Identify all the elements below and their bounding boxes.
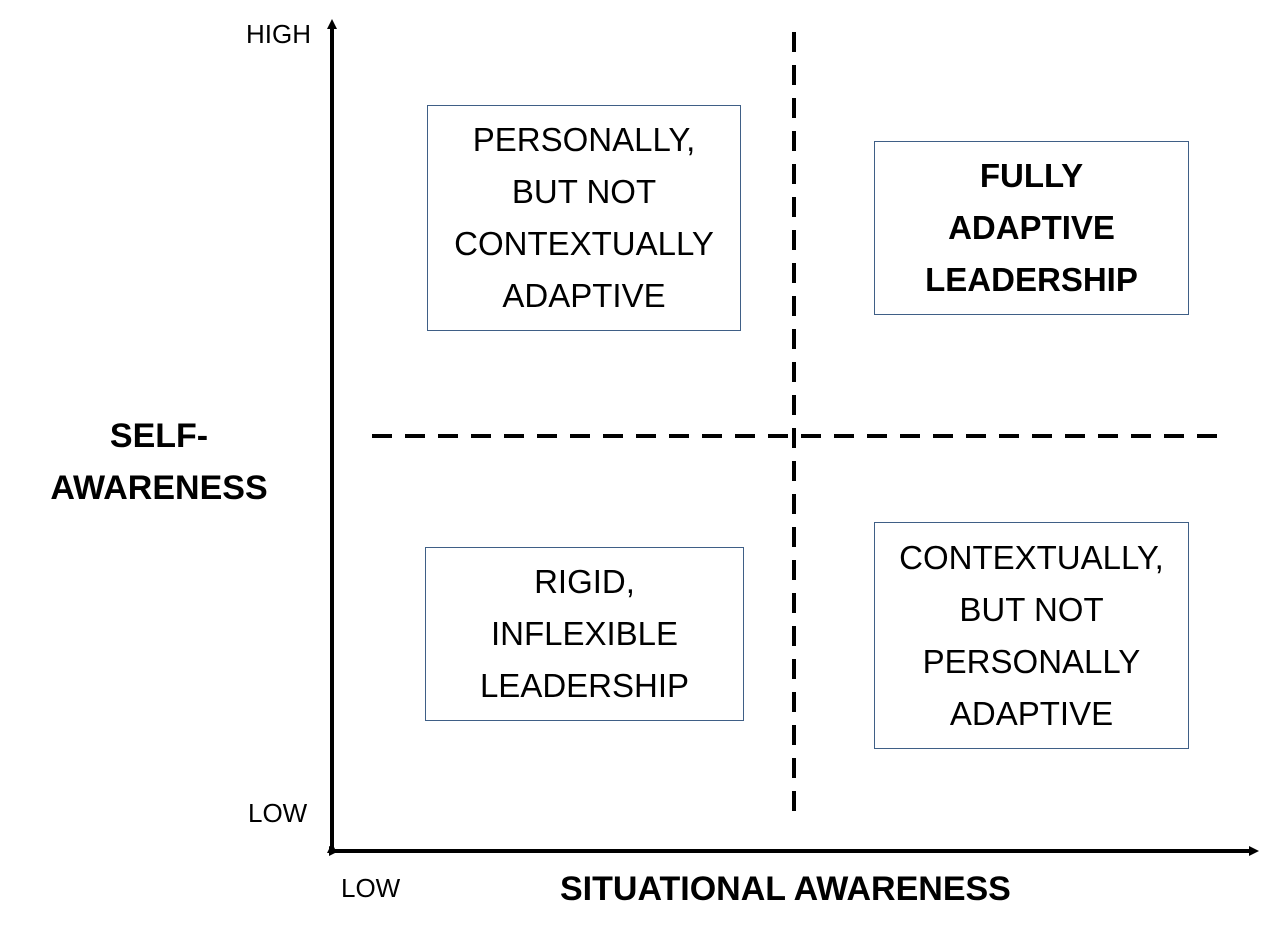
quadrant-top-left-label: PERSONALLY, BUT NOT CONTEXTUALLY ADAPTIV…	[454, 121, 714, 314]
quadrant-bottom-right-label: CONTEXTUALLY, BUT NOT PERSONALLY ADAPTIV…	[899, 538, 1164, 732]
x-axis-title: SITUATIONAL AWARENESS	[560, 870, 1011, 908]
x-axis-low-label: LOW	[341, 873, 401, 903]
y-axis-high-label: HIGH	[246, 19, 311, 49]
y-axis-title: SELF- AWARENESS	[50, 417, 268, 507]
y-axis-low-label: LOW	[248, 798, 308, 828]
quadrant-top-right-box: FULLY ADAPTIVE LEADERSHIP	[874, 141, 1189, 315]
quadrant-top-right-label: FULLY ADAPTIVE LEADERSHIP	[925, 157, 1138, 298]
quadrant-top-left-box: PERSONALLY, BUT NOT CONTEXTUALLY ADAPTIV…	[427, 105, 741, 331]
quadrant-bottom-left-label: RIGID, INFLEXIBLE LEADERSHIP	[479, 563, 690, 704]
quadrant-bottom-left-box: RIGID, INFLEXIBLE LEADERSHIP	[425, 547, 744, 721]
quadrant-bottom-right-box: CONTEXTUALLY, BUT NOT PERSONALLY ADAPTIV…	[874, 522, 1189, 749]
